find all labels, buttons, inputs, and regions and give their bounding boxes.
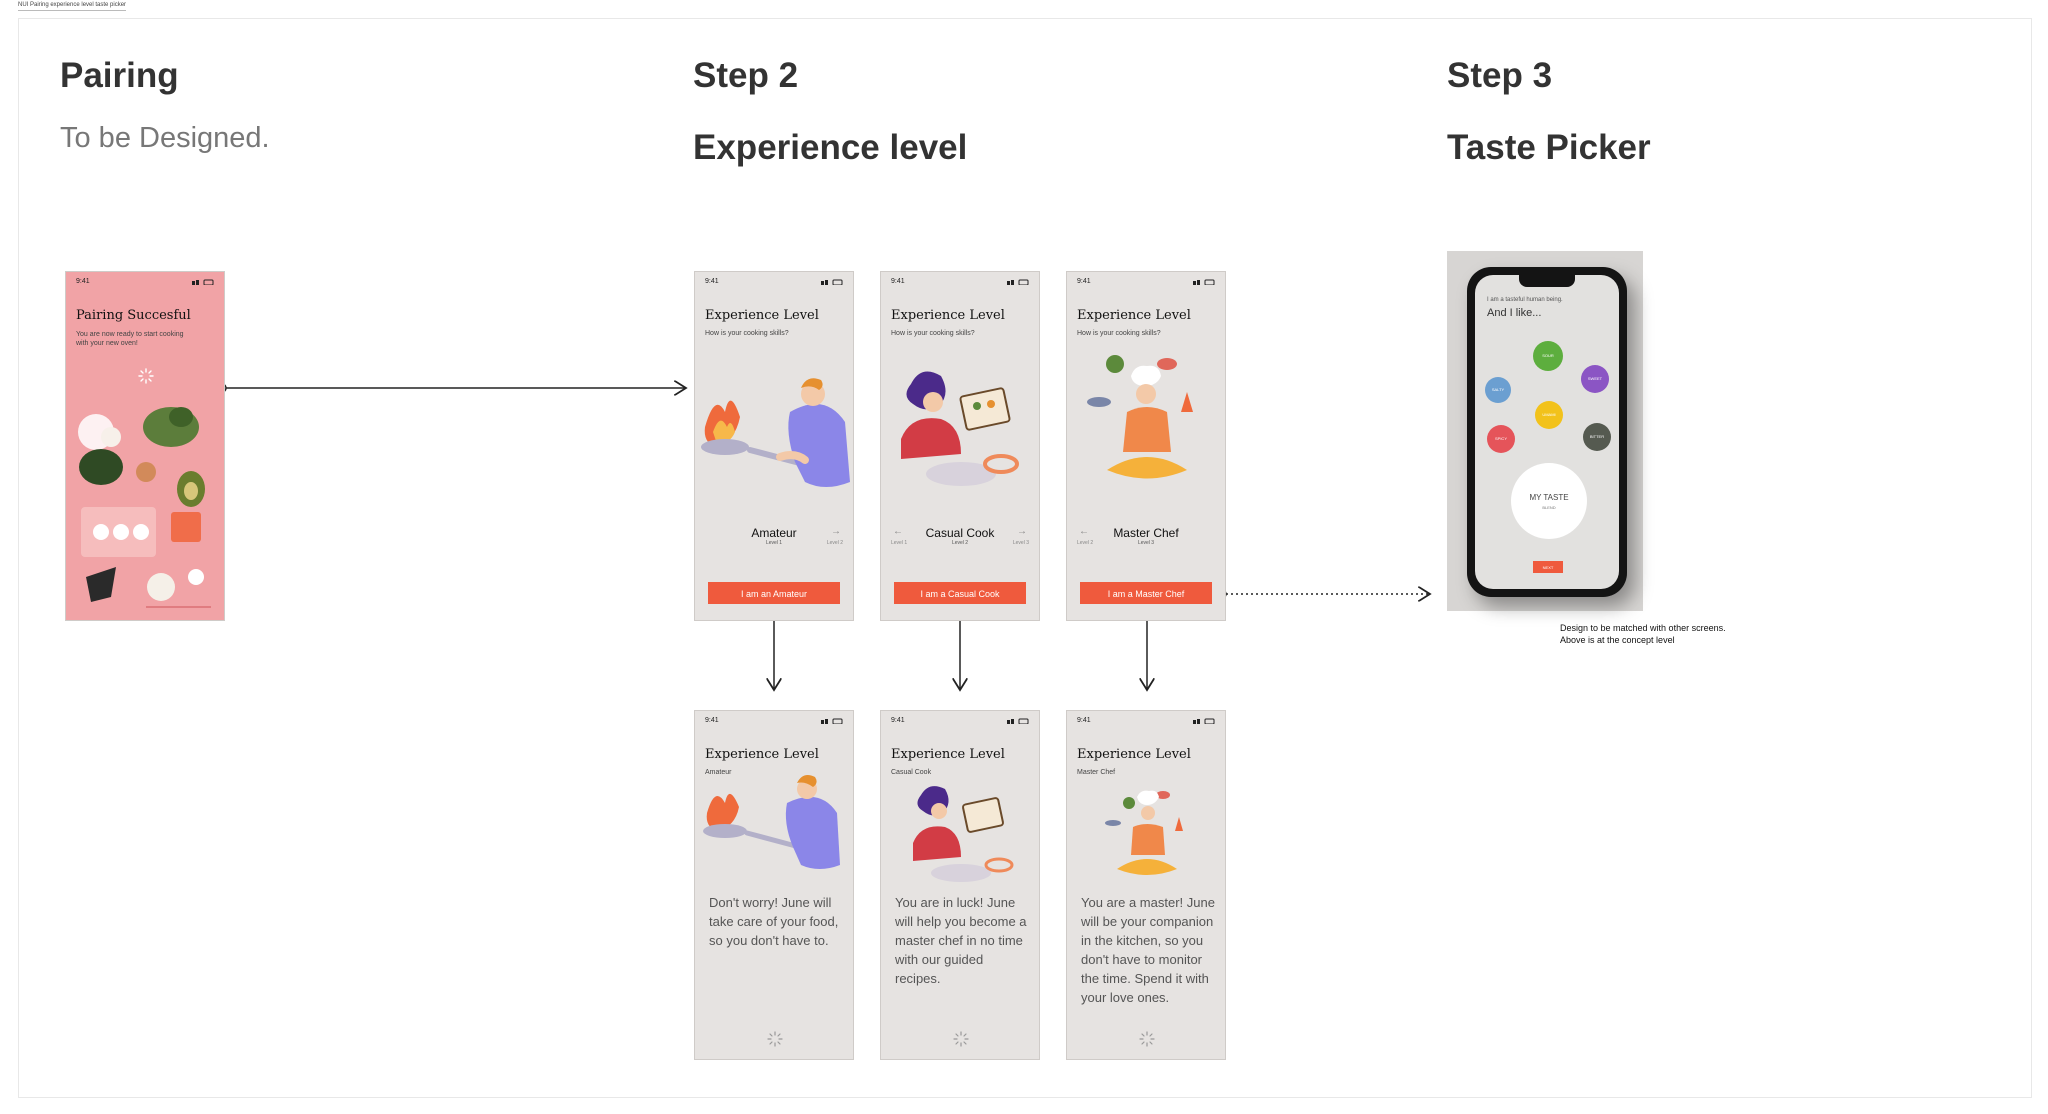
note-line-2: Above is at the concept level <box>1560 634 1726 646</box>
experience-screen-casual: 9:41 Experience Level How is your cookin… <box>880 271 1040 621</box>
prev-arrow-icon[interactable]: ← <box>1079 526 1089 537</box>
taste-blend-circle[interactable]: MY TASTE BLEND <box>1511 463 1587 539</box>
experience-screen-amateur: 9:41 Experience Level How is your cookin… <box>694 271 854 621</box>
level-label: Casual Cook <box>891 769 931 776</box>
phone-notch <box>1519 275 1575 287</box>
signal-battery-icon <box>1007 279 1029 285</box>
pairing-screen: 9:41 Pairing Succesful You are now ready… <box>65 271 225 621</box>
taste-intro: I am a tasteful human being. <box>1487 297 1563 303</box>
screen-question: How is your cooking skills? <box>891 330 975 337</box>
taste-next-button[interactable]: NEXT <box>1533 561 1563 573</box>
signal-battery-icon <box>1193 718 1215 724</box>
status-bar: 9:41 <box>76 278 214 288</box>
loading-spinner-icon <box>767 1031 783 1047</box>
screen-title: Experience Level <box>891 308 1005 323</box>
food-ingredients-image <box>66 397 225 621</box>
loading-spinner-icon <box>1139 1031 1155 1047</box>
level-name: Master Chef <box>1067 526 1225 540</box>
loading-spinner-icon <box>953 1031 969 1047</box>
pairing-title: Pairing Succesful <box>76 308 191 323</box>
status-time: 9:41 <box>705 278 719 285</box>
level-label: Master Chef <box>1077 769 1115 776</box>
status-time: 9:41 <box>1077 278 1091 285</box>
status-bar: 9:41 <box>891 717 1029 727</box>
status-time: 9:41 <box>1077 717 1091 724</box>
casual-cook-illustration <box>881 781 1040 886</box>
pairing-text: You are now ready to start cooking with … <box>76 330 186 348</box>
taste-bitter-button[interactable]: BITTER <box>1583 423 1611 451</box>
result-message: You are in luck! June will help you beco… <box>895 893 1029 988</box>
level-name: Amateur <box>695 526 853 540</box>
prev-arrow-icon[interactable]: ← <box>893 526 903 537</box>
signal-battery-icon <box>1007 718 1029 724</box>
taste-spicy-button[interactable]: SPICY <box>1487 425 1515 453</box>
taste-umami-button[interactable]: UMAMI <box>1535 401 1563 429</box>
screen-title: Experience Level <box>705 747 819 762</box>
result-screen-amateur: 9:41 Experience Level Amateur Don't worr… <box>694 710 854 1060</box>
taste-salty-button[interactable]: SALTY <box>1485 377 1511 403</box>
screen-title: Experience Level <box>1077 308 1191 323</box>
blend-sub-label: BLEND <box>1511 505 1587 510</box>
amateur-chef-illustration <box>695 773 854 883</box>
status-bar: 9:41 <box>705 278 843 288</box>
prev-level-label: Level 1 <box>891 540 907 546</box>
taste-screen: I am a tasteful human being. And I like.… <box>1475 275 1619 589</box>
next-level-label: Level 2 <box>827 540 843 546</box>
status-time: 9:41 <box>705 717 719 724</box>
note-line-1: Design to be matched with other screens. <box>1560 622 1726 634</box>
result-screen-casual: 9:41 Experience Level Casual Cook You ar… <box>880 710 1040 1060</box>
next-arrow-icon[interactable]: → <box>1017 526 1027 537</box>
next-level-label: Level 3 <box>1013 540 1029 546</box>
taste-sweet-button[interactable]: SWEET <box>1581 365 1609 393</box>
loading-spinner-icon <box>138 368 154 384</box>
signal-battery-icon <box>1193 279 1215 285</box>
screen-title: Experience Level <box>1077 747 1191 762</box>
screen-title: Experience Level <box>891 747 1005 762</box>
status-bar: 9:41 <box>891 278 1029 288</box>
screen-question: How is your cooking skills? <box>1077 330 1161 337</box>
experience-screen-master: 9:41 Experience Level How is your cookin… <box>1066 271 1226 621</box>
master-chef-illustration <box>1067 785 1226 885</box>
status-time: 9:41 <box>891 717 905 724</box>
blend-label: MY TASTE <box>1511 493 1587 502</box>
result-message: Don't worry! June will take care of your… <box>709 893 843 950</box>
prev-level-label: Level 2 <box>1077 540 1093 546</box>
taste-sour-button[interactable]: SOUR <box>1533 341 1563 371</box>
signal-battery-icon <box>821 279 843 285</box>
select-amateur-button[interactable]: I am an Amateur <box>708 582 840 604</box>
master-chef-illustration <box>1067 352 1226 502</box>
amateur-chef-illustration <box>695 372 854 502</box>
casual-cook-illustration <box>881 364 1040 494</box>
status-bar: 9:41 <box>705 717 843 727</box>
result-message: You are a master! June will be your comp… <box>1081 893 1215 1007</box>
select-casual-cook-button[interactable]: I am a Casual Cook <box>894 582 1026 604</box>
status-time: 9:41 <box>76 278 90 285</box>
signal-battery-icon <box>192 279 214 285</box>
screen-title: Experience Level <box>705 308 819 323</box>
status-bar: 9:41 <box>1077 278 1215 288</box>
select-master-chef-button[interactable]: I am a Master Chef <box>1080 582 1212 604</box>
taste-picker-mockup: I am a tasteful human being. And I like.… <box>1447 251 1643 611</box>
taste-heading: And I like... <box>1487 307 1541 319</box>
status-bar: 9:41 <box>1077 717 1215 727</box>
result-screen-master: 9:41 Experience Level Master Chef You ar… <box>1066 710 1226 1060</box>
phone-frame: I am a tasteful human being. And I like.… <box>1467 267 1627 597</box>
next-arrow-icon[interactable]: → <box>831 526 841 537</box>
status-time: 9:41 <box>891 278 905 285</box>
design-note: Design to be matched with other screens.… <box>1560 622 1726 646</box>
signal-battery-icon <box>821 718 843 724</box>
level-name: Casual Cook <box>881 526 1039 540</box>
screen-question: How is your cooking skills? <box>705 330 789 337</box>
